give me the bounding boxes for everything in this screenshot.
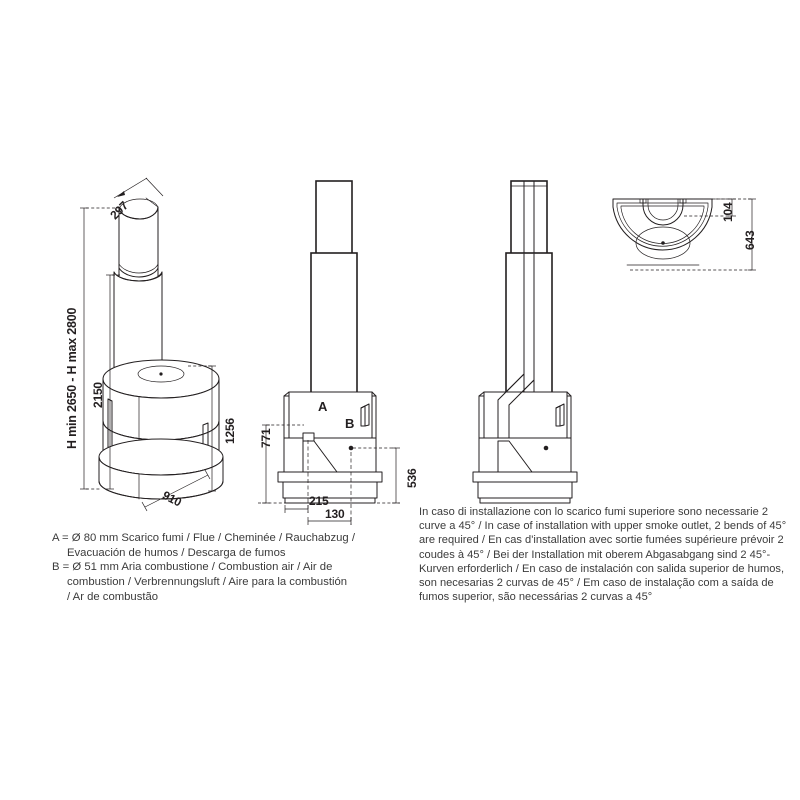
legend-b-line3: / Ar de combustão (67, 590, 159, 603)
dim-130-label: 130 (325, 507, 345, 521)
dim-1256-label: 1256 (223, 418, 237, 444)
dim-104-label: 104 (721, 202, 735, 222)
side-elevation-view (472, 180, 578, 504)
isometric-view (80, 177, 224, 512)
dim-215-label: 215 (309, 494, 329, 508)
legend-b-line1: B = Ø 51 mm Aria combustione / Combustio… (52, 561, 333, 574)
marker-a-label: A (318, 399, 328, 414)
legend-b-line2: combustion / Verbrennungsluft / Aire par… (67, 576, 348, 589)
installation-note: In caso di installazione con lo scarico … (419, 506, 787, 604)
dim-h-range-label: H min 2650 - H max 2800 (65, 307, 79, 449)
dim-643-label: 643 (743, 230, 757, 250)
legend-a-line1: A = Ø 80 mm Scarico fumi / Flue / Chemin… (52, 532, 355, 544)
dim-2150-label: 2150 (91, 382, 105, 408)
front-elevation-view (258, 180, 400, 525)
plan-view (612, 198, 756, 271)
marker-b-label: B (345, 416, 355, 431)
dim-536-label: 536 (405, 468, 419, 488)
legend-a-line2: Evacuación de humos / Descarga de fumos (67, 546, 286, 559)
legend-block: A = Ø 80 mm Scarico fumi / Flue / Chemin… (52, 531, 402, 604)
dim-771-label: 771 (259, 428, 273, 448)
